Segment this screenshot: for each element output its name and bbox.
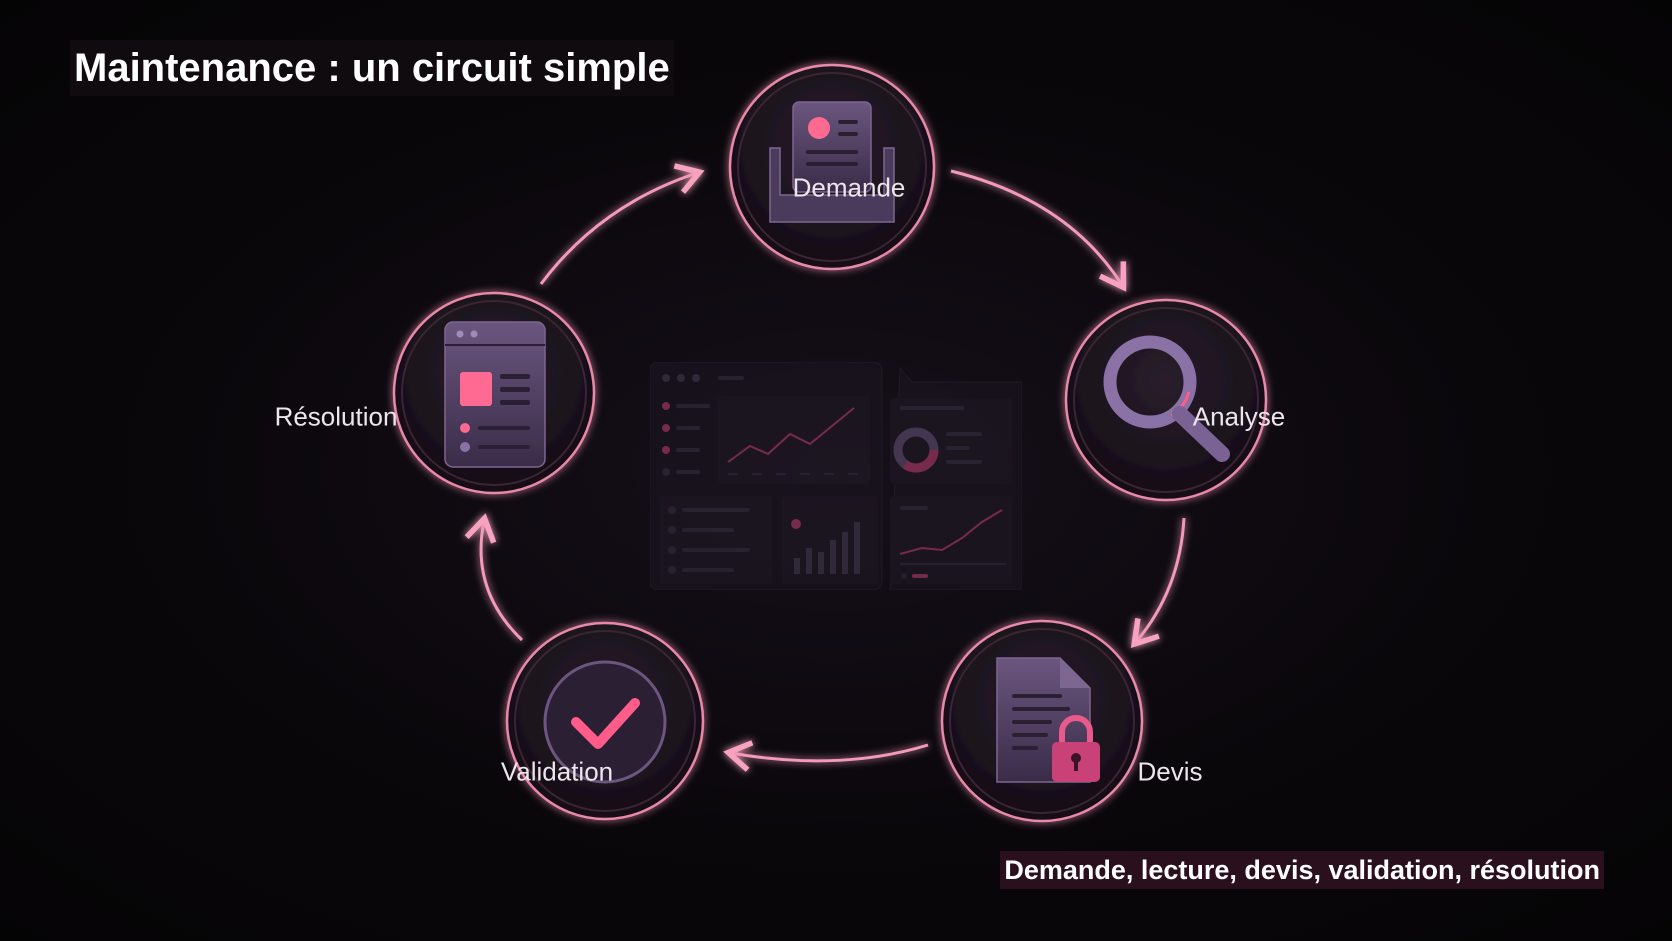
arrow-validation-to-resolution — [464, 513, 524, 642]
step-analyse-node — [1064, 298, 1268, 502]
arrow-devis-to-validation — [723, 740, 929, 772]
flow-arrows — [464, 163, 1186, 772]
step-label-demande: Demande — [792, 172, 906, 203]
summary-caption: Demande, lecture, devis, validation, rés… — [1000, 851, 1604, 889]
page-title: Maintenance : un circuit simple — [70, 40, 674, 96]
step-resolution-node — [392, 291, 596, 495]
arrow-analyse-to-devis — [1130, 517, 1186, 649]
task-list-panel-icon — [444, 321, 546, 468]
inbox-document-icon — [769, 101, 895, 223]
magnifier-icon — [1103, 335, 1230, 462]
step-label-devis: Devis — [1137, 756, 1203, 787]
locked-document-icon — [996, 657, 1100, 783]
step-devis-node — [940, 619, 1144, 823]
dashboard-illustration — [650, 362, 1022, 590]
step-demande-node — [728, 63, 936, 271]
checkmark-icon — [543, 660, 667, 784]
step-label-resolution: Résolution — [274, 401, 398, 432]
step-label-analyse: Analyse — [1192, 401, 1286, 432]
step-label-validation: Validation — [500, 756, 614, 787]
step-validation-node — [505, 621, 705, 821]
arrow-demande-to-analyse — [950, 169, 1127, 292]
arrow-resolution-to-demande — [539, 163, 705, 285]
